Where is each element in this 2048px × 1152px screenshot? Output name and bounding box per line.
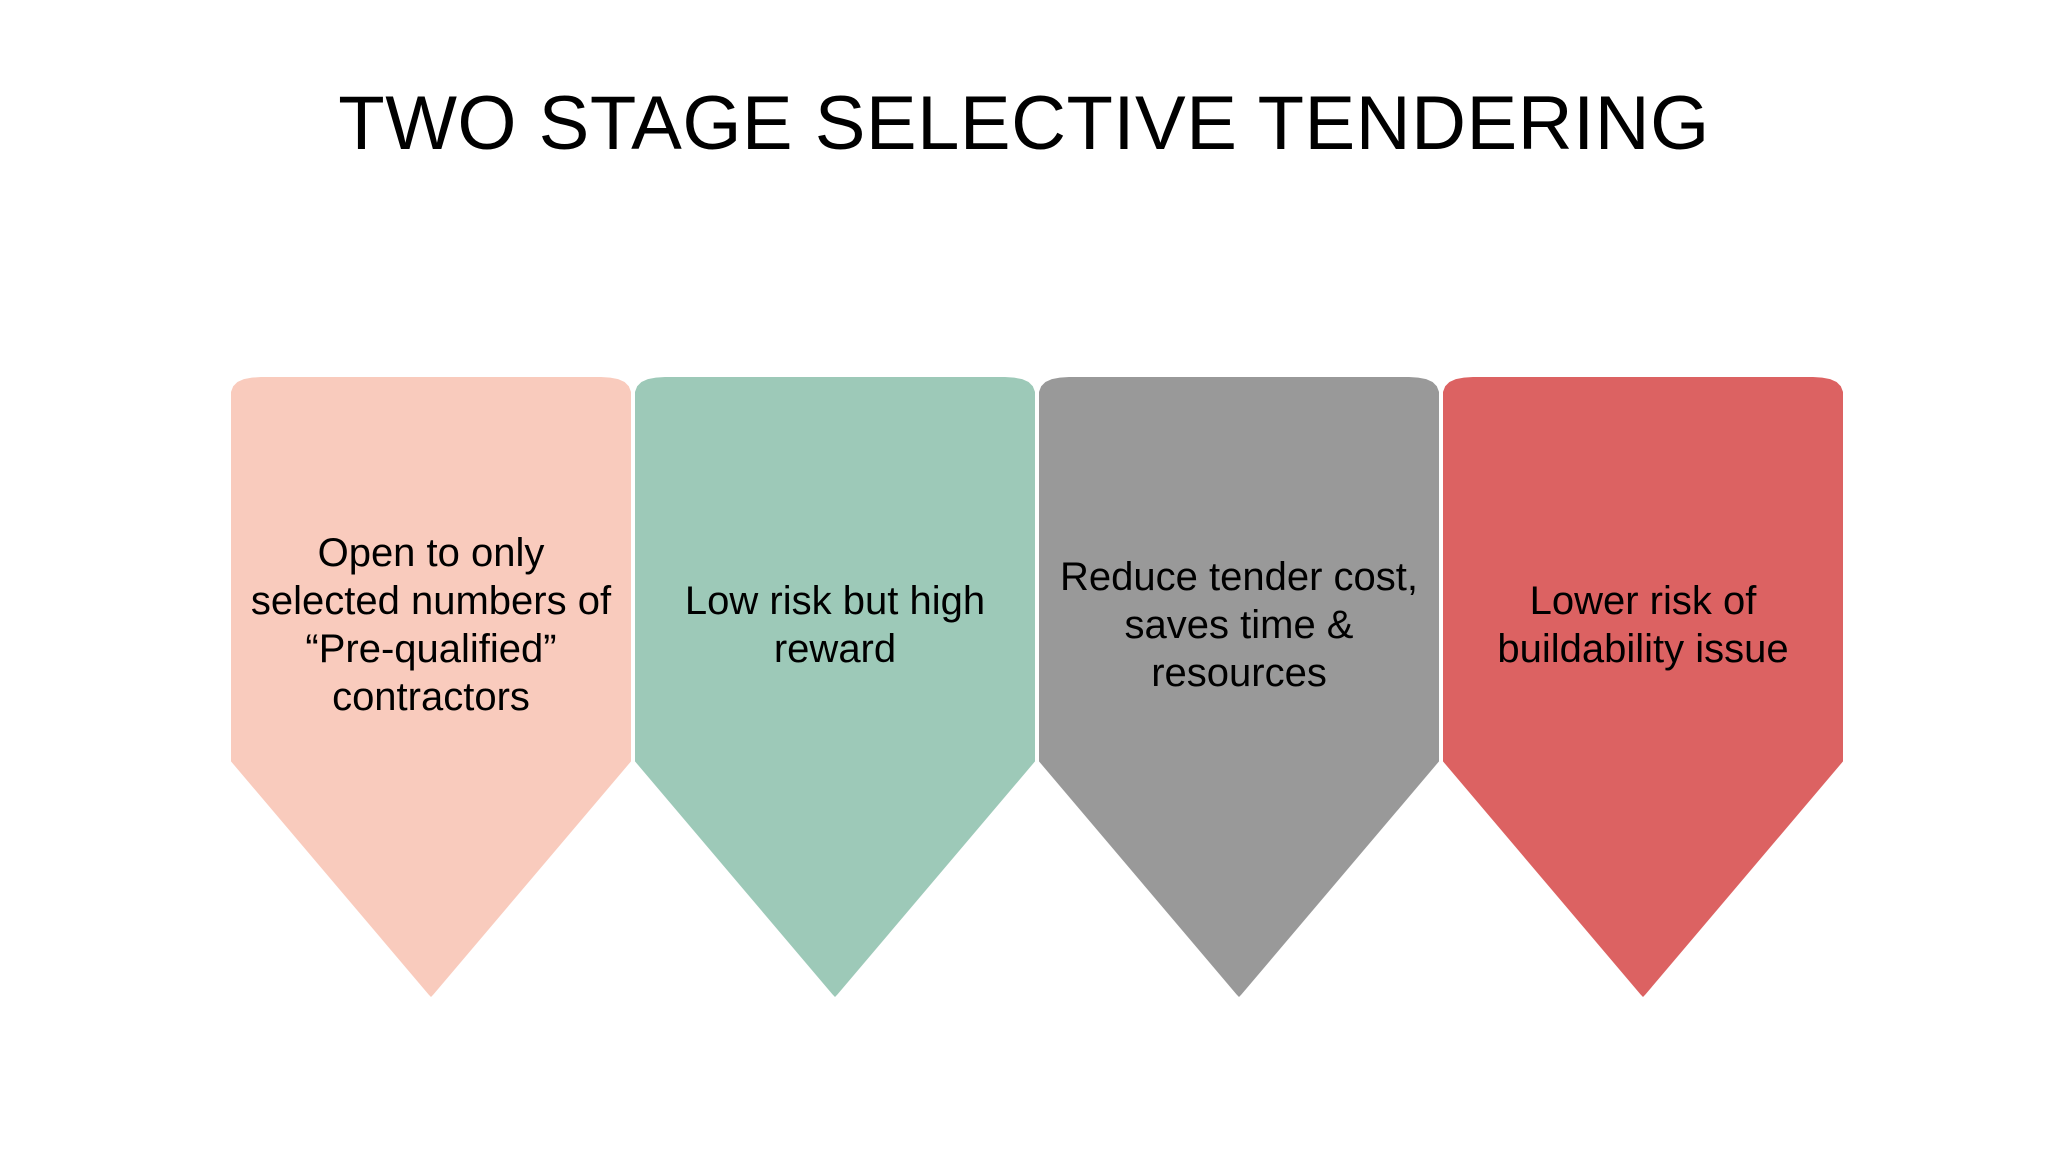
banner-label: Low risk but high reward [684, 579, 986, 671]
banner-low-risk-high-reward[interactable]: Low risk but high reward [635, 377, 1035, 997]
banner-label: Reduce tender cost, saves time & resourc… [1060, 555, 1418, 695]
banner-lower-buildability-risk[interactable]: Lower risk of buildability issue [1443, 377, 1843, 997]
banner-label: Lower risk of buildability issue [1497, 579, 1789, 671]
banner-pre-qualified-contractors[interactable]: Open to only selected numbers of “Pre-qu… [231, 377, 631, 997]
banner-group: Open to only selected numbers of “Pre-qu… [231, 377, 1845, 997]
banner-reduce-tender-cost[interactable]: Reduce tender cost, saves time & resourc… [1039, 377, 1439, 997]
page-title: TWO STAGE SELECTIVE TENDERING [338, 81, 1710, 166]
banner-label: Open to only selected numbers of “Pre-qu… [250, 531, 612, 719]
